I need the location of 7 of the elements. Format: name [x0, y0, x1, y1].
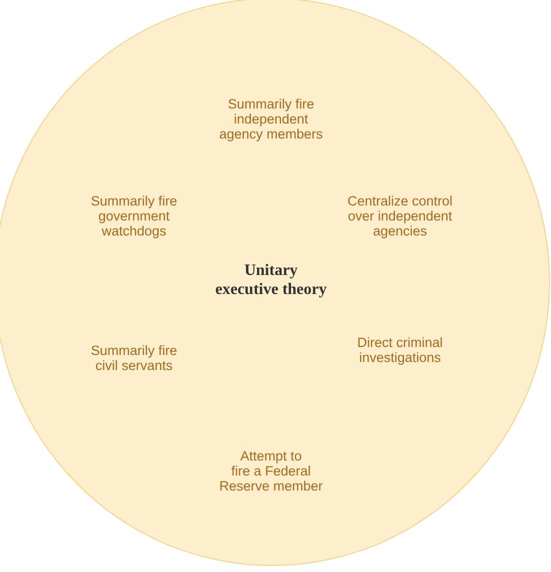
circle-text: Summarily fire independent agency members — [219, 96, 323, 142]
circle-text: Summarily fire civil servants — [90, 343, 178, 373]
center-heading: Unitary executive theory — [215, 261, 327, 299]
circle-text: Attempt to fire a Federal Reserve member — [219, 448, 323, 494]
circle-text: Summarily fire government watchdogs — [90, 194, 178, 238]
circle-text: Centralize control over independent agencies — [347, 194, 453, 238]
circle-text: Direct criminal investigations — [357, 335, 443, 365]
